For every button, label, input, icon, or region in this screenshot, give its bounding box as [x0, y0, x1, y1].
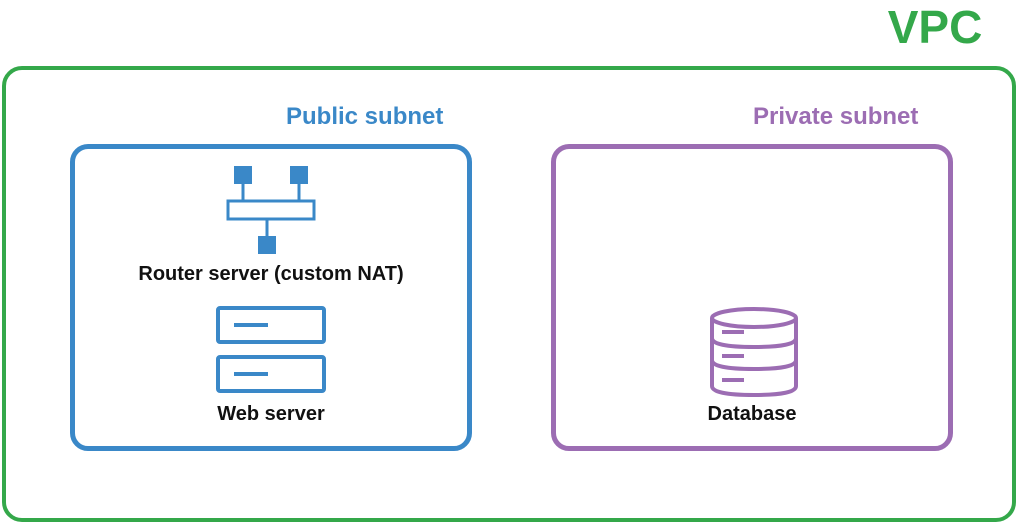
- public-subnet-title: Public subnet: [286, 103, 444, 130]
- network-router-icon: [224, 164, 320, 261]
- private-subnet-title: Private subnet: [753, 103, 919, 130]
- web-server-label: Web server: [217, 403, 325, 425]
- vpc-container: [2, 66, 1016, 522]
- server-stack-icon: [216, 305, 328, 400]
- database-label: Database: [707, 403, 797, 425]
- router-server-label: Router server (custom NAT): [138, 263, 404, 285]
- database-icon: [706, 306, 802, 403]
- vpc-title: VPC: [887, 1, 983, 53]
- private-subnet-container: [551, 144, 953, 451]
- public-subnet-container: [70, 144, 472, 451]
